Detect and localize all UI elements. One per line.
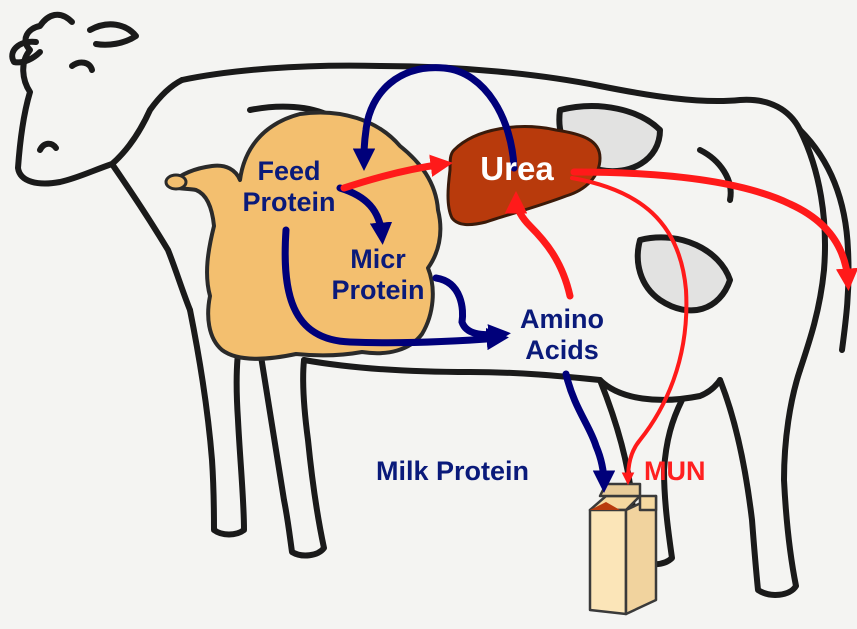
micr-protein-label: Micr Protein — [322, 244, 434, 306]
micr-protein-line1: Micr — [322, 244, 434, 275]
amino-acids-line2: Acids — [506, 335, 618, 366]
urea-label: Urea — [462, 150, 572, 188]
milk-protein-label: Milk Protein — [376, 456, 560, 487]
arrow-amino-to-urea — [516, 200, 570, 296]
mun-label: MUN — [644, 456, 724, 487]
amino-acids-line1: Amino — [506, 304, 618, 335]
feed-protein-line1: Feed — [230, 156, 348, 187]
arrow-amino-to-milk — [566, 374, 604, 484]
feed-protein-label: Feed Protein — [230, 156, 348, 218]
feed-protein-line2: Protein — [230, 187, 348, 218]
micr-protein-line2: Protein — [322, 275, 434, 306]
arrow-micr-to-amino — [436, 278, 502, 335]
milk-carton-icon — [590, 484, 656, 614]
amino-acids-label: Amino Acids — [506, 304, 618, 366]
